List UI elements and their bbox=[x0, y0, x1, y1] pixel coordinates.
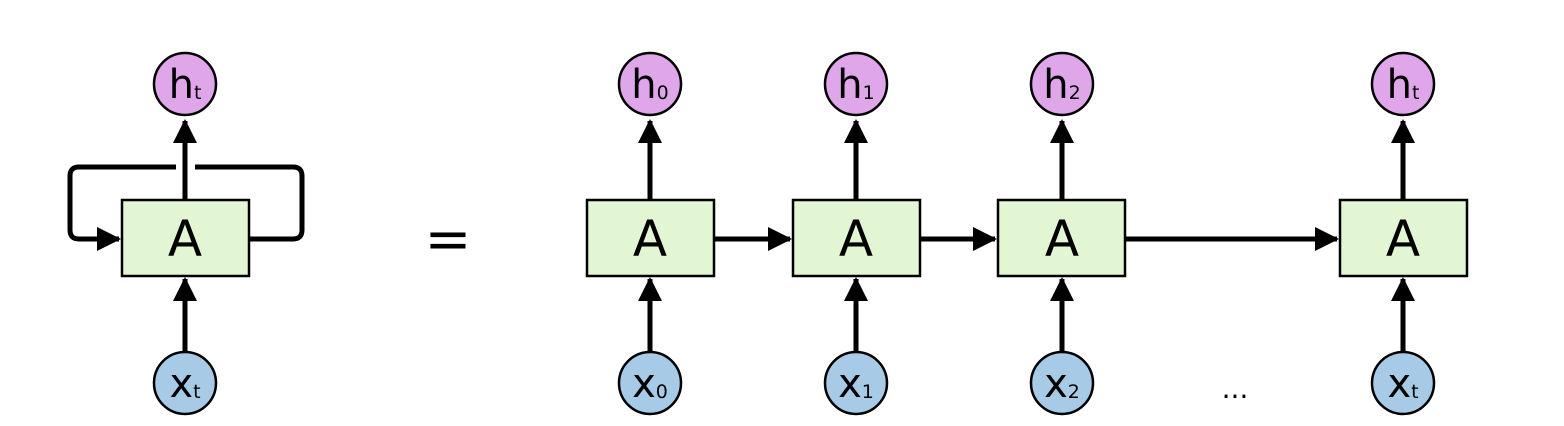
unrolled-step-2: A h2 x2 bbox=[996, 51, 1127, 416]
step-2-hidden-label: h2 bbox=[1043, 62, 1080, 108]
step-0-cell-box bbox=[585, 198, 716, 278]
step-1-hidden-node bbox=[823, 51, 889, 117]
rolled-cell-box bbox=[120, 198, 251, 278]
step-0-hidden-node bbox=[617, 51, 683, 117]
step-1-input-label: x1 bbox=[838, 361, 874, 407]
step-0-input-label: x0 bbox=[632, 361, 668, 407]
step-t-hidden-label: ht bbox=[1387, 62, 1420, 108]
rolled-input-label: xt bbox=[169, 361, 200, 407]
equals-sign: = bbox=[425, 207, 472, 272]
step-0-hidden-label: h0 bbox=[631, 62, 668, 108]
step-t-input-node bbox=[1370, 350, 1436, 416]
unrolled-step-0: A h0 x0 bbox=[585, 51, 716, 416]
step-0-cell-label: A bbox=[633, 210, 667, 268]
unrolled-rnn: A h0 x0 A h1 x1 bbox=[585, 51, 1469, 416]
step-1-hidden-label: h1 bbox=[837, 62, 874, 108]
step-2-hidden-node bbox=[1029, 51, 1095, 117]
ellipsis: ... bbox=[1222, 372, 1249, 405]
rolled-cell-label: A bbox=[168, 210, 202, 268]
rolled-hidden-label: ht bbox=[169, 62, 202, 108]
step-t-cell-box bbox=[1338, 198, 1469, 278]
step-2-input-label: x2 bbox=[1044, 361, 1080, 407]
rolled-input-node bbox=[152, 350, 218, 416]
step-t-cell-label: A bbox=[1386, 210, 1420, 268]
step-0-input-node bbox=[617, 350, 683, 416]
step-2-cell-box bbox=[996, 198, 1127, 278]
step-t-input-label: xt bbox=[1387, 361, 1418, 407]
step-1-cell-box bbox=[791, 198, 922, 278]
step-2-input-node bbox=[1029, 350, 1095, 416]
rolled-hidden-node bbox=[152, 51, 218, 117]
step-1-input-node bbox=[823, 350, 889, 416]
unrolled-step-t: A ht xt bbox=[1338, 51, 1469, 416]
unrolled-step-1: A h1 x1 bbox=[791, 51, 922, 416]
step-2-cell-label: A bbox=[1045, 210, 1079, 268]
rolled-rnn: A ht xt bbox=[67, 51, 305, 416]
step-t-hidden-node bbox=[1370, 51, 1436, 117]
step-1-cell-label: A bbox=[839, 210, 873, 268]
